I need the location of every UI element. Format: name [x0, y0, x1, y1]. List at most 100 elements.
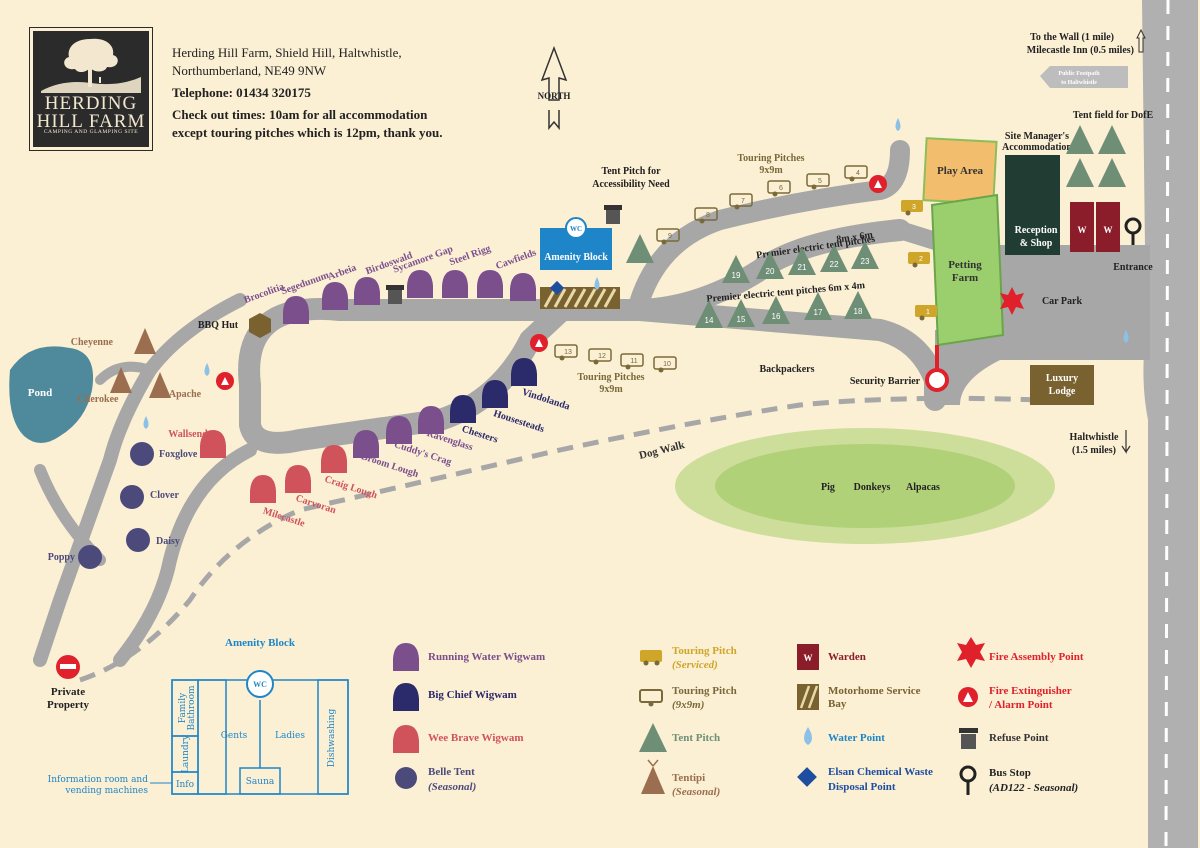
- tent-pitch[interactable]: [851, 241, 879, 269]
- refuse-point-icon: [604, 205, 622, 224]
- running-water-wigwam[interactable]: [354, 277, 380, 305]
- touring-pitch-number: 10: [663, 361, 671, 368]
- private-label1: Private: [51, 686, 85, 698]
- running-water-wigwam[interactable]: [407, 270, 433, 298]
- touring-pitch[interactable]: 9: [656, 228, 680, 245]
- running-water-wigwam[interactable]: [477, 270, 503, 298]
- plan-note2: vending machines: [64, 786, 148, 796]
- running-water-wigwam[interactable]: [442, 270, 468, 298]
- wee-brave-wigwam[interactable]: [321, 445, 347, 473]
- legend-touring-plain2: (9x9m): [672, 699, 704, 711]
- legend-brave: Wee Brave Wigwam: [428, 732, 524, 744]
- pitch-number: 18: [854, 307, 863, 316]
- touring-mid-label2: 9x9m: [599, 384, 623, 395]
- touring-pitch[interactable]: 4: [844, 165, 868, 182]
- warden-letter: W: [1078, 225, 1087, 235]
- touring-pitch-number: 4: [856, 170, 860, 177]
- touring-pitch[interactable]: 8: [694, 207, 718, 224]
- premier-8x6-label2: 8m x 6m: [836, 229, 874, 245]
- touring-pitch[interactable]: 13: [554, 344, 578, 361]
- touring-pitch-serviced[interactable]: 2: [908, 252, 930, 268]
- tentipi[interactable]: [134, 328, 156, 354]
- touring-pitch[interactable]: 6: [767, 180, 791, 197]
- touring-pitch-serviced[interactable]: 3: [901, 200, 923, 216]
- touring-pitch[interactable]: 12: [588, 348, 612, 365]
- running-water-wigwam[interactable]: [283, 296, 309, 324]
- touring-pitch[interactable]: 7: [729, 193, 753, 210]
- legend-water-icon: [804, 727, 812, 745]
- belle-label: Foxglove: [159, 449, 198, 460]
- warden-building: [1096, 202, 1120, 252]
- tent-pitch[interactable]: [804, 292, 832, 320]
- running-water-wigwam[interactable]: [322, 282, 348, 310]
- big-chief-wigwam[interactable]: [450, 395, 476, 423]
- logo-line1: HERDING: [44, 93, 138, 114]
- touring-pitch-number: 8: [706, 212, 710, 219]
- legend-touring-serviced2: (Serviced): [672, 659, 718, 671]
- up-arrow-icon: [1136, 28, 1146, 53]
- pitch-number: 16: [772, 312, 781, 321]
- big-chief-wigwam[interactable]: [511, 358, 537, 386]
- warden-letter: W: [1104, 225, 1113, 235]
- wee-brave-wigwam[interactable]: [250, 475, 276, 503]
- big-chief-wigwam[interactable]: [482, 380, 508, 408]
- wigwam-label: Arbeia: [326, 262, 357, 282]
- belle-tent[interactable]: [130, 442, 154, 466]
- wc-icon: [565, 217, 587, 239]
- warden-building: [1070, 202, 1094, 252]
- touring-pitch[interactable]: 11: [620, 353, 644, 370]
- fire-extinguisher-icon: [216, 372, 234, 390]
- touring-pitch[interactable]: 10: [653, 356, 677, 373]
- plan-gents: Gents: [221, 731, 248, 741]
- legend-fire-ext2: / Alarm Point: [988, 699, 1053, 711]
- tent-pitch[interactable]: [727, 299, 755, 327]
- amenity-plan: [171, 679, 349, 795]
- tent-pitch[interactable]: [788, 247, 816, 275]
- north-label: NORTH: [538, 91, 571, 101]
- pitch-number: 17: [814, 308, 823, 317]
- tent-pitch[interactable]: [820, 244, 848, 272]
- belle-tent[interactable]: [126, 528, 150, 552]
- touring-pitch-number: 1: [926, 309, 930, 316]
- water-point-icon: [594, 277, 600, 290]
- dog-walk-label: Dog Walk: [638, 439, 687, 462]
- running-water-wigwam[interactable]: [510, 273, 536, 301]
- legend-elsan-icon: [797, 767, 817, 787]
- tent-pitch[interactable]: [762, 296, 790, 324]
- touring-pitch[interactable]: 5: [806, 173, 830, 190]
- bbq-hut-label: BBQ Hut: [198, 320, 239, 331]
- tent-pitch[interactable]: [756, 251, 784, 279]
- wc-label: WC: [570, 225, 582, 233]
- water-point-icon: [895, 118, 901, 131]
- fire-extinguisher-icon: [869, 175, 887, 193]
- petting-farm-label1: Petting: [948, 259, 982, 271]
- tent-pitch[interactable]: [844, 291, 872, 319]
- touring-pitch-number: 11: [630, 358, 637, 365]
- running-water-wigwam[interactable]: [386, 416, 412, 444]
- legend-tipi-icon: [641, 759, 665, 794]
- tent-pitch[interactable]: [695, 300, 723, 328]
- legend-fire-assembly-icon: [957, 637, 985, 668]
- tentipi[interactable]: [110, 367, 132, 393]
- plan-family1: Family: [178, 692, 188, 723]
- touring-pitch-number: 3: [912, 204, 916, 211]
- amenity-plan-title: Amenity Block: [225, 637, 296, 649]
- to-wall-label1: To the Wall (1 mile): [1030, 32, 1114, 43]
- touring-pitch-number: 7: [741, 198, 745, 205]
- tent-pitch[interactable]: [722, 255, 750, 283]
- belle-tent[interactable]: [78, 545, 102, 569]
- wigwam-label: Vindolanda: [520, 387, 571, 413]
- belle-tent[interactable]: [120, 485, 144, 509]
- plan-dishwashing: Dishwashing: [327, 709, 337, 768]
- private-label2: Property: [47, 699, 89, 711]
- legend-belle-icon: [395, 767, 417, 789]
- north-arrow-icon: [540, 45, 568, 131]
- wigwam-label: Craig Lough: [323, 474, 379, 502]
- touring-pitch-serviced[interactable]: 1: [915, 305, 937, 321]
- pond: [9, 346, 94, 443]
- reception-building: [1005, 155, 1060, 255]
- legend-refuse: Refuse Point: [989, 732, 1049, 744]
- wee-brave-wigwam[interactable]: [285, 465, 311, 493]
- tentipi[interactable]: [149, 372, 171, 398]
